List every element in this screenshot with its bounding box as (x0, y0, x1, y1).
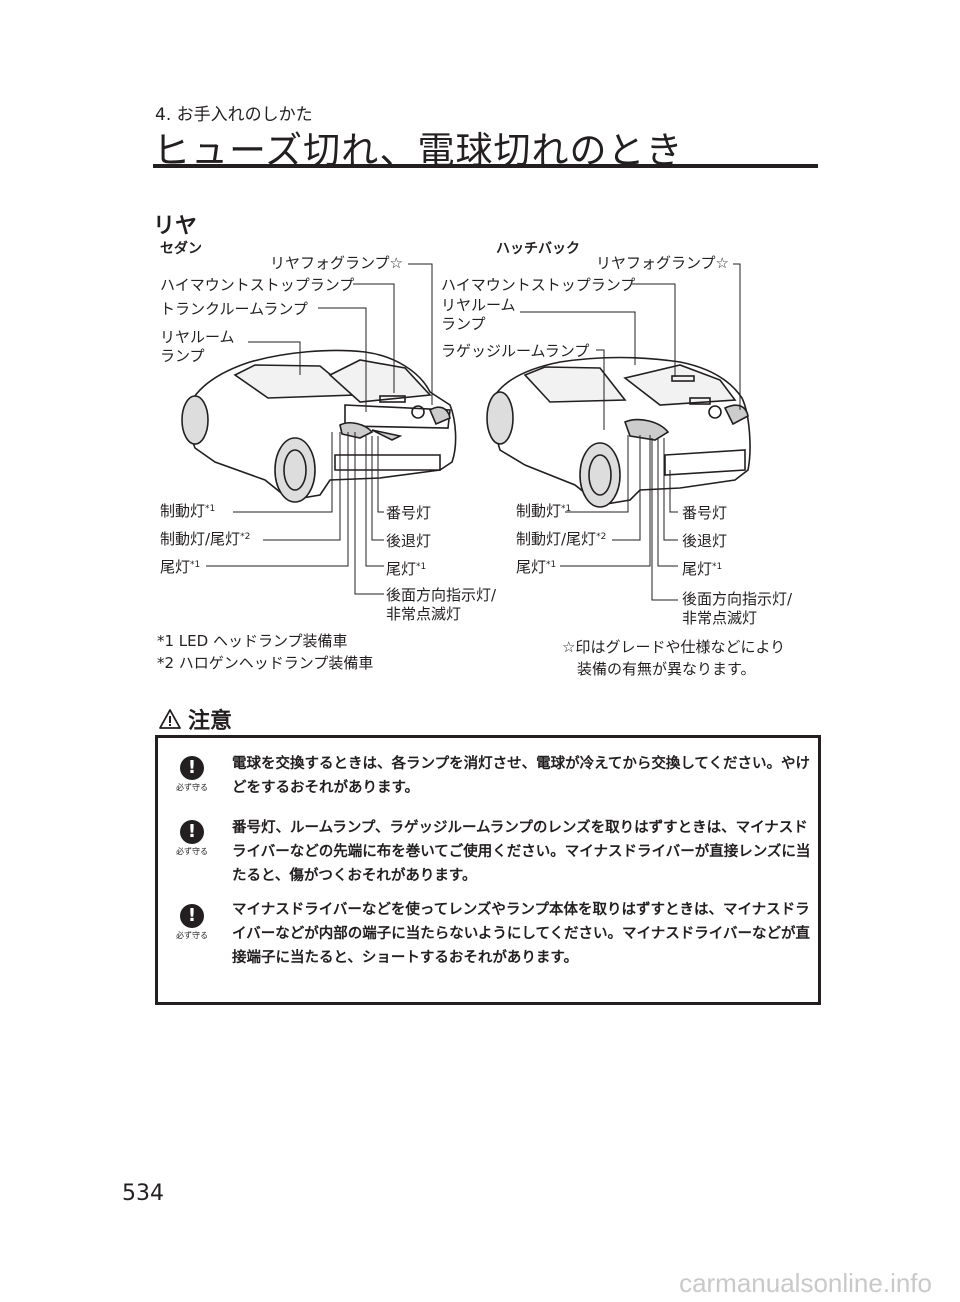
sedan-heading: セダン (160, 241, 202, 257)
sedan-label-license: 番号灯 (386, 504, 432, 522)
sedan-illustration (181, 349, 457, 503)
caution-item: 電球を交換するときは、各ランプを消灯させ、電球が冷えてから交換してください。やけ… (232, 756, 810, 796)
caution-heading: 注意 (158, 703, 232, 735)
must-follow-icon: !必ず守る (176, 756, 208, 792)
warning-icon (159, 709, 181, 729)
hatch-label-luggage-room: ラゲッジルームランプ (441, 342, 590, 360)
hatch-label-tail-right: 尾灯*1 (682, 560, 723, 578)
watermark: carmanualsonline.info (679, 1268, 932, 1298)
section-heading: リヤ (153, 214, 198, 239)
caution-title: 注意 (188, 709, 233, 734)
sedan-label-brake-tail: 制動灯/尾灯*2 (160, 530, 251, 548)
caution-item: マイナスドライバーなどを使ってレンズやランプ本体を取りはずすときは、マイナスドラ… (232, 902, 810, 966)
leader-lines (206, 263, 741, 601)
hatch-label-reverse: 後退灯 (682, 532, 728, 550)
page-number: 534 (122, 1181, 164, 1206)
hatch-label-tail: 尾灯*1 (516, 558, 557, 576)
hatch-label-brake-tail: 制動灯/尾灯*2 (516, 530, 607, 548)
sedan-label-tail: 尾灯*1 (160, 558, 201, 576)
breadcrumb: 4. お手入れのしかた (155, 105, 313, 125)
hatch-label-high-mount: ハイマウントストップランプ (441, 276, 636, 294)
hatchback-illustration (486, 356, 751, 508)
footnote-marks: *1 LED ヘッドランプ装備車 *2 ハロゲンヘッドランプ装備車 (157, 632, 374, 672)
hatch-label-turn-hazard: 後面方向指示灯/ 非常点滅灯 (682, 590, 793, 627)
hatch-label-license: 番号灯 (682, 504, 728, 522)
hatchback-heading: ハッチバック (496, 241, 580, 257)
footnote-star: ☆印はグレードや仕様などにより 装備の有無が異なります。 (562, 638, 786, 678)
sedan-label-tail-right: 尾灯*1 (386, 560, 427, 578)
must-follow-icon: !必ず守る (176, 904, 208, 940)
hatch-label-brake: 制動灯*1 (516, 502, 572, 520)
hatch-label-rear-fog: リヤフォグランプ☆ (596, 254, 729, 272)
sedan-label-trunk-room: トランクルームランプ (160, 300, 308, 318)
sedan-label-high-mount: ハイマウントストップランプ (160, 276, 355, 294)
caution-item: 番号灯、ルームランプ、ラゲッジルームランプのレンズを取りはずすときは、マイナスド… (232, 820, 811, 884)
title-rule (153, 164, 818, 168)
must-follow-icon: !必ず守る (176, 820, 208, 856)
caution-box: !必ず守る 電球を交換するときは、各ランプを消灯させ、電球が冷えてから交換してく… (155, 735, 821, 1005)
sedan-label-reverse: 後退灯 (386, 532, 432, 550)
sedan-label-rear-room: リヤルーム ランプ (160, 328, 235, 365)
sedan-label-brake: 制動灯*1 (160, 502, 216, 520)
sedan-label-rear-fog: リヤフォグランプ☆ (270, 254, 403, 272)
hatch-label-rear-room: リヤルーム ランプ (441, 296, 516, 333)
sedan-label-turn-hazard: 後面方向指示灯/ 非常点滅灯 (386, 586, 497, 623)
